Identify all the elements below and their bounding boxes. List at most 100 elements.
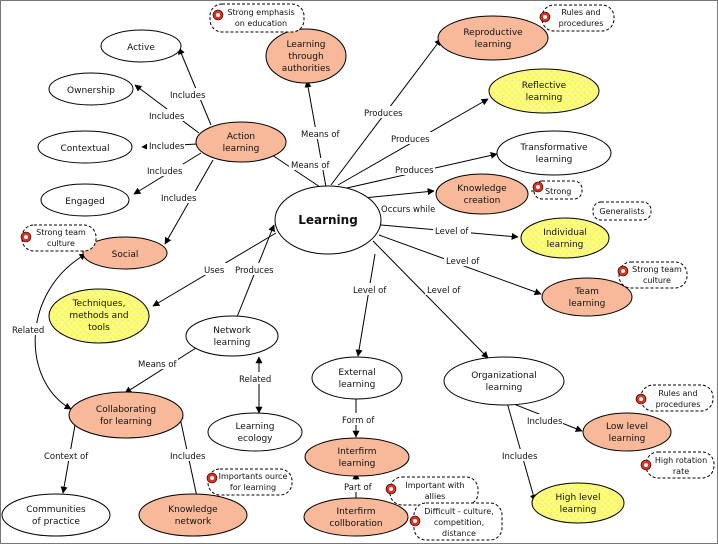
node-techniques-label-3: tools — [88, 323, 110, 333]
node-interfirm-learning-label-1: Interfirm — [337, 447, 376, 457]
node-learning[interactable]: Learning — [274, 185, 382, 255]
node-network-label-1: Network — [213, 326, 251, 336]
label-related-social: Related — [12, 326, 44, 336]
note-icon — [532, 181, 544, 193]
node-collaborating-label-2: for learning — [100, 417, 152, 427]
node-authorities-label-1: Learning — [286, 40, 325, 50]
node-engaged-label: Engaged — [65, 197, 105, 207]
note-team-left-1: Strong team — [36, 228, 86, 237]
note-icon — [635, 393, 647, 405]
note-team-right-1: Strong team — [632, 265, 682, 274]
label-related-ecology: Related — [239, 375, 271, 385]
note-difficult[interactable]: Difficult - culture,competition,distance — [409, 502, 503, 541]
node-action-learning-label-2: learning — [223, 144, 260, 154]
label-includes-high: Includes — [502, 452, 538, 462]
node-techniques-label-2: methods and — [69, 311, 128, 321]
note-strong-team-culture-left[interactable]: Strong team culture — [20, 224, 97, 252]
note-rules-low-1: Rules and — [658, 389, 697, 398]
label-includes-ownership: Includes — [149, 112, 185, 122]
node-reproductive-label-1: Reproductive — [463, 28, 523, 38]
note-strong-text: Strong — [545, 187, 571, 196]
note-generalists[interactable]: Generalists — [592, 201, 652, 221]
label-includes-engaged: Includes — [147, 167, 183, 177]
note-strong-emphasis-1: Strong emphasis — [227, 8, 294, 17]
node-interfirm-learning-label-2: learning — [339, 459, 376, 469]
note-icon — [20, 231, 32, 243]
note-strong-emphasis-2: on education — [235, 19, 287, 28]
note-icon — [539, 11, 551, 23]
note-strong[interactable]: Strong — [532, 180, 583, 200]
note-strong-team-culture-right[interactable]: Strong team culture — [617, 261, 688, 289]
node-ownership[interactable]: Ownership — [48, 72, 134, 106]
node-contextual[interactable]: Contextual — [37, 130, 133, 164]
node-communities-label-2: of practice — [32, 517, 80, 527]
label-part-of: Part of — [344, 483, 373, 493]
node-authorities-label-3: authorities — [282, 64, 331, 74]
node-communities-label-1: Communities — [26, 505, 86, 515]
label-includes-low: Includes — [527, 417, 563, 427]
node-reflective-label-1: Reflective — [522, 81, 567, 91]
label-means-of-authorities: Means of — [301, 130, 340, 140]
label-context-of: Context of — [44, 452, 89, 462]
label-level-of-individual: Level of — [435, 227, 469, 237]
label-level-of-team: Level of — [446, 257, 480, 267]
label-means-of-collaborating: Means of — [138, 360, 177, 370]
label-level-of-external: Level of — [353, 286, 387, 296]
note-source-1: Importants ource — [219, 472, 288, 481]
note-team-right-2: culture — [643, 276, 671, 285]
label-produces-network: Produces — [235, 266, 274, 276]
note-difficult-3: distance — [442, 529, 476, 538]
node-engaged[interactable]: Engaged — [40, 183, 130, 217]
label-level-of-organizational: Level of — [427, 286, 461, 296]
note-team-left-2: culture — [47, 239, 75, 248]
label-form-of: Form of — [342, 416, 375, 426]
note-icon — [212, 9, 224, 21]
note-generalists-text: Generalists — [599, 207, 644, 216]
node-ecology-label-1: Learning — [235, 422, 274, 432]
node-social[interactable]: Social — [82, 236, 168, 270]
note-strong-emphasis[interactable]: Strong emphasis on education — [209, 3, 305, 33]
node-communities[interactable]: Communities of practice — [1, 493, 111, 537]
edge-action-active — [178, 47, 212, 126]
node-contextual-label: Contextual — [61, 144, 110, 154]
node-low-level-label-2: learning — [609, 434, 646, 444]
node-interfirm-learning[interactable]: Interfirm learning — [304, 437, 410, 477]
node-active[interactable]: Active — [100, 29, 182, 63]
